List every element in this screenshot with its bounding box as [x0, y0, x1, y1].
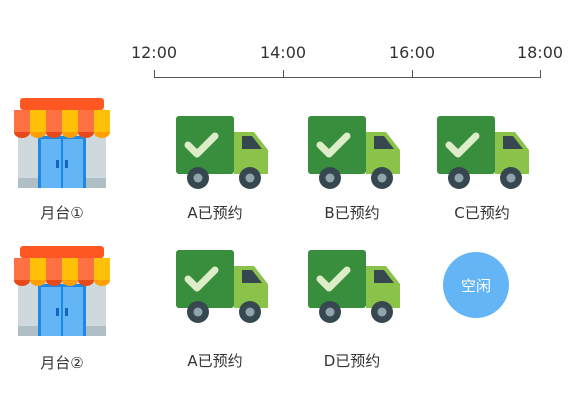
truck-booked-icon[interactable]: [308, 116, 400, 190]
slot-label: A已预约: [187, 204, 243, 222]
slot-label: B已预约: [324, 204, 380, 222]
idle-slot-button[interactable]: 空闲: [443, 252, 509, 318]
time-tick: [540, 70, 541, 78]
slot-label: C已预约: [454, 204, 510, 222]
time-label-1400: 14:00: [259, 43, 307, 62]
time-axis-line: [154, 77, 541, 78]
time-label-1600: 16:00: [388, 43, 436, 62]
truck-booked-icon[interactable]: [176, 116, 268, 190]
slot-label: A已预约: [187, 352, 243, 370]
dock-label-2: 月台②: [40, 354, 84, 372]
truck-booked-icon[interactable]: [437, 116, 529, 190]
dock-label-1: 月台①: [40, 204, 84, 222]
time-label-1200: 12:00: [130, 43, 178, 62]
storefront-icon: [12, 98, 112, 188]
time-label-1800: 18:00: [516, 43, 564, 62]
truck-booked-icon[interactable]: [308, 250, 400, 324]
time-tick: [412, 70, 413, 78]
time-tick: [154, 70, 155, 78]
time-axis: 12:00 14:00 16:00 18:00: [0, 0, 570, 90]
truck-booked-icon[interactable]: [176, 250, 268, 324]
storefront-icon: [12, 246, 112, 336]
slot-label: D已预约: [323, 352, 381, 370]
time-tick: [283, 70, 284, 78]
